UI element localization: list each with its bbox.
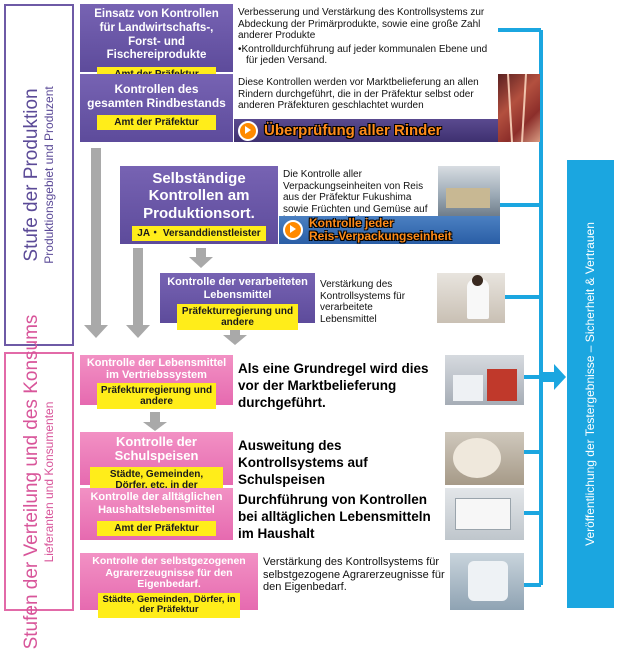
responsible-tag: JA・ Versanddienstleister	[131, 225, 267, 241]
section-cattle: Kontrollen des gesamten Rindbestands Amt…	[80, 74, 233, 142]
down-arrow	[126, 248, 150, 338]
photo-beef-carcasses	[498, 74, 540, 142]
responsible-tag: Amt der Präfektur	[96, 114, 217, 130]
photo-lab-worker	[437, 273, 505, 323]
section-description: Als eine Grundregel wird dies vor der Ma…	[234, 355, 444, 410]
publication-bar: Veröffentlichung der Testergebnisse – Si…	[567, 160, 614, 608]
responsible-tag: Präfekturregierung und andere	[96, 382, 217, 409]
responsible-tag: Städte, Gemeinden, Dörfer, in der Präfek…	[98, 592, 240, 618]
stage-production: Stufe der Produktion Produktionsgebiet u…	[4, 4, 74, 346]
down-arrow	[223, 325, 247, 345]
section-description: Verbesserung und Verstärkung des Kontrol…	[234, 4, 498, 72]
down-arrow	[84, 148, 108, 338]
banner-text: Überprüfung aller Rinder	[264, 122, 442, 139]
section-household-food: Kontrolle der alltäglichen Haushaltslebe…	[80, 488, 233, 540]
down-arrow	[189, 248, 213, 268]
banner-text-line2: Reis-Verpackungseinheit	[309, 229, 452, 243]
photo-own-produce-test	[450, 553, 524, 610]
blue-arrow-right	[541, 364, 566, 390]
section-title: Kontrolle der Lebensmittel im Vertriebss…	[86, 357, 227, 382]
banner-text-line1: Kontrolle jeder	[309, 216, 394, 231]
bullet-item: •Kontrolldurchführung auf jeder kommunal…	[238, 43, 488, 67]
section-title: Kontrolle der selbstgezogenen Agrarerzeu…	[92, 555, 246, 591]
section-title: Kontrolle der alltäglichen Haushaltslebe…	[90, 491, 223, 517]
photo-rice-inspection	[438, 166, 500, 216]
section-title: Kontrollen des gesamten Rindbestands	[87, 82, 226, 111]
section-description: Durchführung von Kontrollen bei alltägli…	[234, 488, 444, 541]
section-description: Verstärkung des Kontrollsystems für vera…	[316, 273, 436, 325]
section-description: Verstärkung des Kontrollsystems für selb…	[259, 553, 449, 610]
gray-arrows	[84, 148, 247, 431]
section-processed-food: Kontrolle der verarbeiteten Lebensmittel…	[160, 273, 315, 331]
section-title: Kontrolle der Schulspeisen	[114, 434, 199, 464]
section-own-produce: Kontrolle der selbstgezogenen Agrarerzeu…	[80, 553, 258, 618]
section-description: Diese Kontrollen werden vor Marktbeliefe…	[234, 74, 498, 119]
responsible-tag: Amt der Präfektur	[96, 521, 217, 537]
section-title: Einsatz von Kontrollen für Landwirtschaf…	[94, 8, 219, 62]
photo-measurement-device	[445, 355, 524, 405]
section-school-meals: Kontrolle der Schulspeisen Städte, Gemei…	[80, 432, 233, 504]
play-icon	[283, 220, 303, 240]
section-self-inspection: Selbständige Kontrollen am Produktionsor…	[120, 166, 278, 244]
banner-all-cattle: Überprüfung aller Rinder	[234, 119, 498, 142]
play-icon	[238, 120, 258, 141]
photo-household-samples	[445, 488, 524, 540]
section-agri-forest-fish: Einsatz von Kontrollen für Landwirtschaf…	[80, 4, 233, 83]
stage-distribution: Stufen der Verteilung und des Konsums Li…	[4, 314, 74, 649]
publication-text: Veröffentlichung der Testergebnisse – Si…	[582, 222, 597, 546]
down-arrow	[143, 412, 167, 431]
photo-school-meal	[445, 432, 524, 485]
section-title: Kontrolle der verarbeiteten Lebensmittel	[167, 276, 308, 302]
section-title: Selbständige Kontrollen am Produktionsor…	[143, 170, 255, 222]
section-description: Ausweitung des Kontrollsystems auf Schul…	[234, 432, 444, 487]
section-description: Die Kontrolle aller Verpackungseinheiten…	[279, 166, 437, 226]
responsible-tag: Präfekturregierung und andere	[176, 304, 299, 331]
section-distribution-food: Kontrolle der Lebensmittel im Vertriebss…	[80, 355, 233, 409]
banner-rice-package: Kontrolle jeder Reis-Verpackungseinheit	[279, 216, 500, 244]
